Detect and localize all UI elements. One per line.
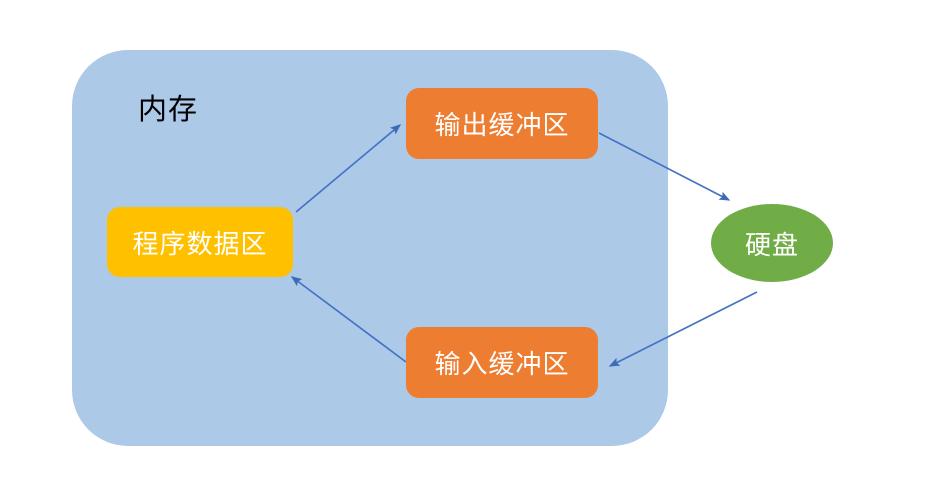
- node-output-buffer-label: 输出缓冲区: [434, 111, 570, 141]
- node-input-buffer[interactable]: 输入缓冲区: [406, 327, 598, 398]
- node-output-buffer[interactable]: 输出缓冲区: [406, 88, 598, 159]
- memory-region-label: 内存: [138, 92, 199, 126]
- node-program-data-area[interactable]: 程序数据区: [107, 207, 293, 277]
- node-program-data-area-label: 程序数据区: [132, 229, 268, 260]
- node-hard-disk-label: 硬盘: [744, 230, 799, 261]
- node-input-buffer-label: 输入缓冲区: [434, 350, 570, 380]
- node-hard-disk[interactable]: 硬盘: [711, 204, 833, 282]
